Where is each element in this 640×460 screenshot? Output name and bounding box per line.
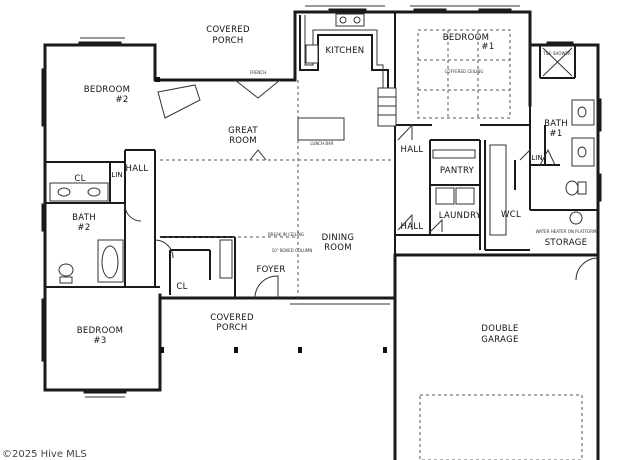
fireplace <box>157 84 201 119</box>
room-label-hall-lower: HALL <box>401 222 424 232</box>
room-label-cl-left: CL <box>74 174 85 184</box>
room-label-great-room-2: ROOM <box>229 136 257 146</box>
note-boxed-column: 10" BOXED COLUMN <box>272 248 313 253</box>
note-water-heater: WATER HEATER ON PLATFORM <box>536 229 597 234</box>
range <box>305 44 319 64</box>
room-label-covered-porch-front-2: PORCH <box>216 323 247 333</box>
room-label-hall-left: HALL <box>126 164 149 174</box>
room-label-double-garage-2: GARAGE <box>481 335 518 345</box>
wcl-shelving <box>489 144 507 236</box>
windows <box>41 8 602 394</box>
water-heater <box>569 211 583 225</box>
room-label-bath-2-number: #2 <box>77 223 90 233</box>
room-label-storage: STORAGE <box>545 238 588 248</box>
room-label-dining-room: DINING <box>322 233 355 243</box>
room-label-covered-porch-front: COVERED <box>210 313 254 323</box>
room-label-lin-right: LIN <box>531 154 542 162</box>
bath2-vanity <box>49 182 109 202</box>
pantry-shelves <box>432 149 476 159</box>
room-label-bedroom-2-number: #2 <box>115 95 128 105</box>
watermark: ©2025 Hive MLS <box>2 449 87 460</box>
room-label-bedroom-3-number: #3 <box>93 336 106 346</box>
note-lunch-bar: LUNCH BAR <box>310 141 334 146</box>
bath1-toilet <box>565 180 579 196</box>
dimension-marks <box>80 5 520 398</box>
dryer <box>455 187 475 205</box>
room-label-covered-porch-rear-2: PORCH <box>212 36 243 46</box>
room-label-foyer: FOYER <box>256 265 285 275</box>
room-label-bedroom-1: BEDROOM <box>443 33 489 43</box>
room-label-double-garage: DOUBLE <box>481 324 518 334</box>
exterior-walls <box>43 10 600 460</box>
room-label-bath-1-number: #1 <box>549 129 562 139</box>
room-labels: COVERED PORCH KITCHEN BEDROOM #1 BEDROOM… <box>72 25 587 346</box>
porch-posts <box>155 77 387 353</box>
room-label-covered-porch-rear: COVERED <box>206 25 250 35</box>
steps <box>377 87 397 127</box>
note-tile-shower: TILE SHOWER <box>542 51 571 56</box>
doors <box>124 79 599 299</box>
room-label-bedroom-2: BEDROOM <box>84 85 130 95</box>
room-label-kitchen: KITCHEN <box>326 46 365 56</box>
room-label-hall-center: HALL <box>401 145 424 155</box>
ceiling-lines <box>160 29 583 460</box>
room-label-dining-room-2: ROOM <box>324 243 352 253</box>
room-label-laundry: LAUNDRY <box>439 211 482 221</box>
room-label-lin-left: LIN <box>111 171 122 179</box>
room-label-pantry: PANTRY <box>440 166 475 176</box>
plan-notes: FRENCH LUNCH BAR COFFERED CEILING TILE S… <box>250 51 597 253</box>
note-break-in-ceiling: BREAK IN CEILING <box>268 232 304 237</box>
foyer-closet-shelf <box>219 239 233 279</box>
washer <box>435 187 455 205</box>
bath2-toilet <box>58 263 74 277</box>
room-label-wcl: WCL <box>501 210 521 220</box>
bath1-vanity-top <box>571 99 595 126</box>
fixtures <box>49 13 595 284</box>
room-label-bedroom-3: BEDROOM <box>77 326 123 336</box>
room-label-great-room: GREAT <box>228 126 258 136</box>
room-label-bath-1: BATH <box>544 119 568 129</box>
kitchen-island <box>297 117 345 141</box>
room-label-bedroom-1-number: #1 <box>481 42 494 52</box>
room-label-cl-foyer: CL <box>176 282 187 292</box>
note-french: FRENCH <box>250 70 266 75</box>
note-coffered-ceiling: COFFERED CEILING <box>445 69 484 74</box>
bath1-vanity-bottom <box>571 137 595 167</box>
room-label-bath-2: BATH <box>72 213 96 223</box>
